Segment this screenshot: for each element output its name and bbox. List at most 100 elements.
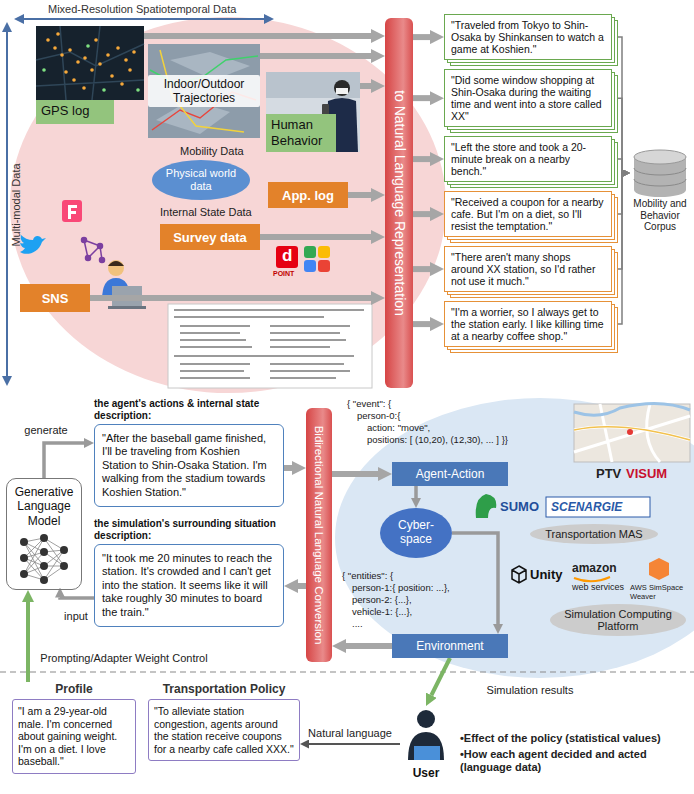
foursquare-icon bbox=[68, 205, 77, 219]
connector-arrow bbox=[414, 486, 418, 498]
text-record: "Left the store and took a 20-minute bre… bbox=[444, 136, 612, 182]
model-box: Generative Language Model bbox=[6, 478, 82, 590]
app-icons bbox=[304, 260, 316, 272]
dpoint-logo bbox=[276, 246, 298, 268]
network-icon bbox=[100, 258, 105, 263]
gps-map-image bbox=[64, 70, 68, 74]
node-label: SNS bbox=[42, 291, 69, 306]
gps-map-image bbox=[106, 53, 110, 57]
node-label: Bidirectional Natural Language Conversio… bbox=[313, 426, 326, 645]
neural-network-icon bbox=[40, 562, 48, 570]
connector-arrow bbox=[348, 192, 371, 198]
person-photo bbox=[336, 88, 348, 94]
cyberspace-circle bbox=[335, 398, 694, 678]
sns-user-icon bbox=[108, 260, 124, 276]
gps-map-image bbox=[90, 68, 94, 72]
dpoint-logo bbox=[276, 246, 298, 268]
gps-map-image bbox=[60, 53, 64, 57]
connector-arrow bbox=[260, 53, 371, 59]
user-icon bbox=[408, 732, 444, 760]
user-icon bbox=[417, 710, 435, 728]
connector-arrow bbox=[298, 583, 306, 589]
user-icon bbox=[414, 746, 440, 760]
network-icon bbox=[86, 256, 91, 261]
neural-network-icon bbox=[40, 576, 48, 584]
group-label: Internal State Data bbox=[160, 206, 252, 219]
unity-logo-icon bbox=[512, 566, 526, 583]
user-icon bbox=[408, 710, 444, 760]
box-heading: the agent's actions & internal state des… bbox=[94, 398, 284, 422]
edge-label: input bbox=[62, 610, 90, 623]
cyberspace-ellipse: Cyber-space bbox=[380, 508, 452, 558]
aws-cube-icon bbox=[649, 558, 669, 580]
edge-label: Natural language bbox=[306, 727, 394, 740]
gps-map-image bbox=[116, 46, 120, 50]
data-source-image: Indoor/Outdoor Trajectories bbox=[148, 44, 260, 138]
connector-arrow bbox=[44, 443, 84, 478]
conversion-bar: Bidirectional Natural Language Conversio… bbox=[306, 408, 332, 662]
twitter-icon bbox=[20, 235, 46, 254]
survey-document bbox=[168, 304, 372, 388]
node-label: Environment bbox=[416, 639, 483, 653]
input-box: Transportation Policy"To alleviate stati… bbox=[148, 682, 300, 761]
person-photo bbox=[266, 72, 360, 152]
logo-text: PTV bbox=[596, 466, 621, 482]
connector-arrow bbox=[90, 295, 371, 301]
data-source-box: App. log bbox=[268, 182, 348, 208]
description-box: the simulation's surrounding situation d… bbox=[94, 518, 284, 627]
connector-arrow bbox=[413, 211, 430, 217]
node-label: Physical world data bbox=[159, 167, 243, 192]
gps-map-image bbox=[132, 50, 136, 54]
gps-map-image bbox=[120, 82, 124, 86]
logo-text: SUMO bbox=[500, 499, 539, 515]
trajectory-image bbox=[148, 44, 260, 138]
data-source-box: Survey data bbox=[160, 224, 260, 250]
sumo-logo-icon bbox=[476, 494, 497, 518]
text-record: "Traveled from Tokyo to Shin-Osaka by Sh… bbox=[444, 14, 612, 60]
node-label: Survey data bbox=[173, 230, 247, 245]
gps-map-image bbox=[36, 26, 144, 100]
node-label: Human Behavior bbox=[266, 114, 336, 152]
logo-text: SCENARGIE bbox=[551, 500, 622, 514]
json-text: action: "move", bbox=[367, 422, 430, 433]
scenargie-logo-frame bbox=[546, 497, 650, 517]
divider-line bbox=[0, 671, 694, 672]
gps-map-image bbox=[102, 88, 106, 92]
aws-cube-icon bbox=[649, 558, 669, 580]
database-cylinder bbox=[634, 150, 686, 164]
platform-ellipse: Simulation Computing Platform bbox=[550, 604, 686, 636]
gps-map-image bbox=[136, 88, 140, 92]
json-text: { "entities": { bbox=[342, 570, 393, 581]
sns-user-icon bbox=[108, 261, 124, 266]
database-cylinder bbox=[634, 168, 686, 186]
database-cylinder bbox=[634, 150, 686, 197]
logo-text: amazon bbox=[572, 561, 617, 575]
app-icons bbox=[318, 246, 330, 258]
node-label: to Natural Language Representation bbox=[391, 90, 406, 316]
node-label: Simulation Computing Platform bbox=[558, 608, 678, 632]
network-icon bbox=[82, 238, 87, 243]
app-icons bbox=[318, 260, 330, 272]
gps-map-image bbox=[128, 68, 132, 72]
neural-network-icon bbox=[20, 570, 28, 578]
text-record: "Received a coupon for a nearby cafe. Bu… bbox=[444, 191, 612, 237]
axis-label: Mixed-Resolution Spatiotemporal Data bbox=[48, 3, 236, 16]
node-label: "Left the store and took a 20-minute bre… bbox=[451, 141, 605, 177]
neural-network-icon bbox=[20, 534, 68, 584]
platform-ellipse: Transportation MAS bbox=[530, 524, 658, 544]
json-text: person-1:{ position: ...}, bbox=[352, 582, 450, 593]
gps-map-image bbox=[94, 38, 98, 42]
text-record: "I'm a worrier, so I always get to the s… bbox=[444, 301, 612, 347]
gps-map-image bbox=[72, 78, 76, 82]
connector-arrow bbox=[612, 37, 623, 173]
node-label: App. log bbox=[282, 188, 334, 203]
gps-map-image bbox=[110, 74, 114, 78]
twitter-icon bbox=[20, 235, 46, 254]
edge-label: Prompting/Adapter Weight Control bbox=[38, 652, 209, 665]
logo-text: d bbox=[282, 247, 292, 264]
gps-map-image bbox=[83, 56, 87, 60]
node-label: User bbox=[400, 766, 452, 780]
road-map-image bbox=[574, 404, 690, 462]
box-body: "It took me 20 minutes to reach the stat… bbox=[94, 544, 284, 627]
node-label: Agent-Action bbox=[416, 467, 485, 481]
